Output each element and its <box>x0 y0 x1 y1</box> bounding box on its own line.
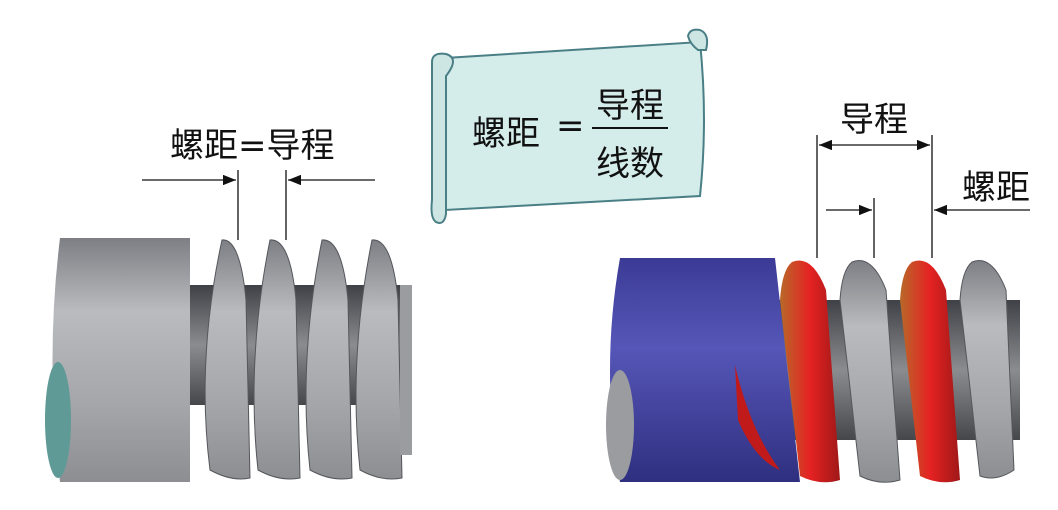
formula-scroll <box>430 28 709 224</box>
lead-label: 导程 <box>840 100 908 140</box>
end-face <box>45 362 71 478</box>
formula-numerator: 导程 <box>596 86 664 126</box>
formula-equals: = <box>556 106 585 146</box>
right-dimensions <box>816 135 1030 258</box>
thread-start-1 <box>780 260 840 483</box>
formula-denominator: 线数 <box>596 144 664 184</box>
pitch-label: 螺距 <box>962 168 1030 208</box>
left-screw <box>45 238 412 482</box>
left-pitch-equals-lead-label: 螺距=导程 <box>170 126 335 166</box>
right-screw <box>606 258 1020 483</box>
left-pitch-dimension <box>142 170 375 240</box>
thread-start-2 <box>900 260 960 483</box>
formula-lhs: 螺距 <box>472 114 540 154</box>
